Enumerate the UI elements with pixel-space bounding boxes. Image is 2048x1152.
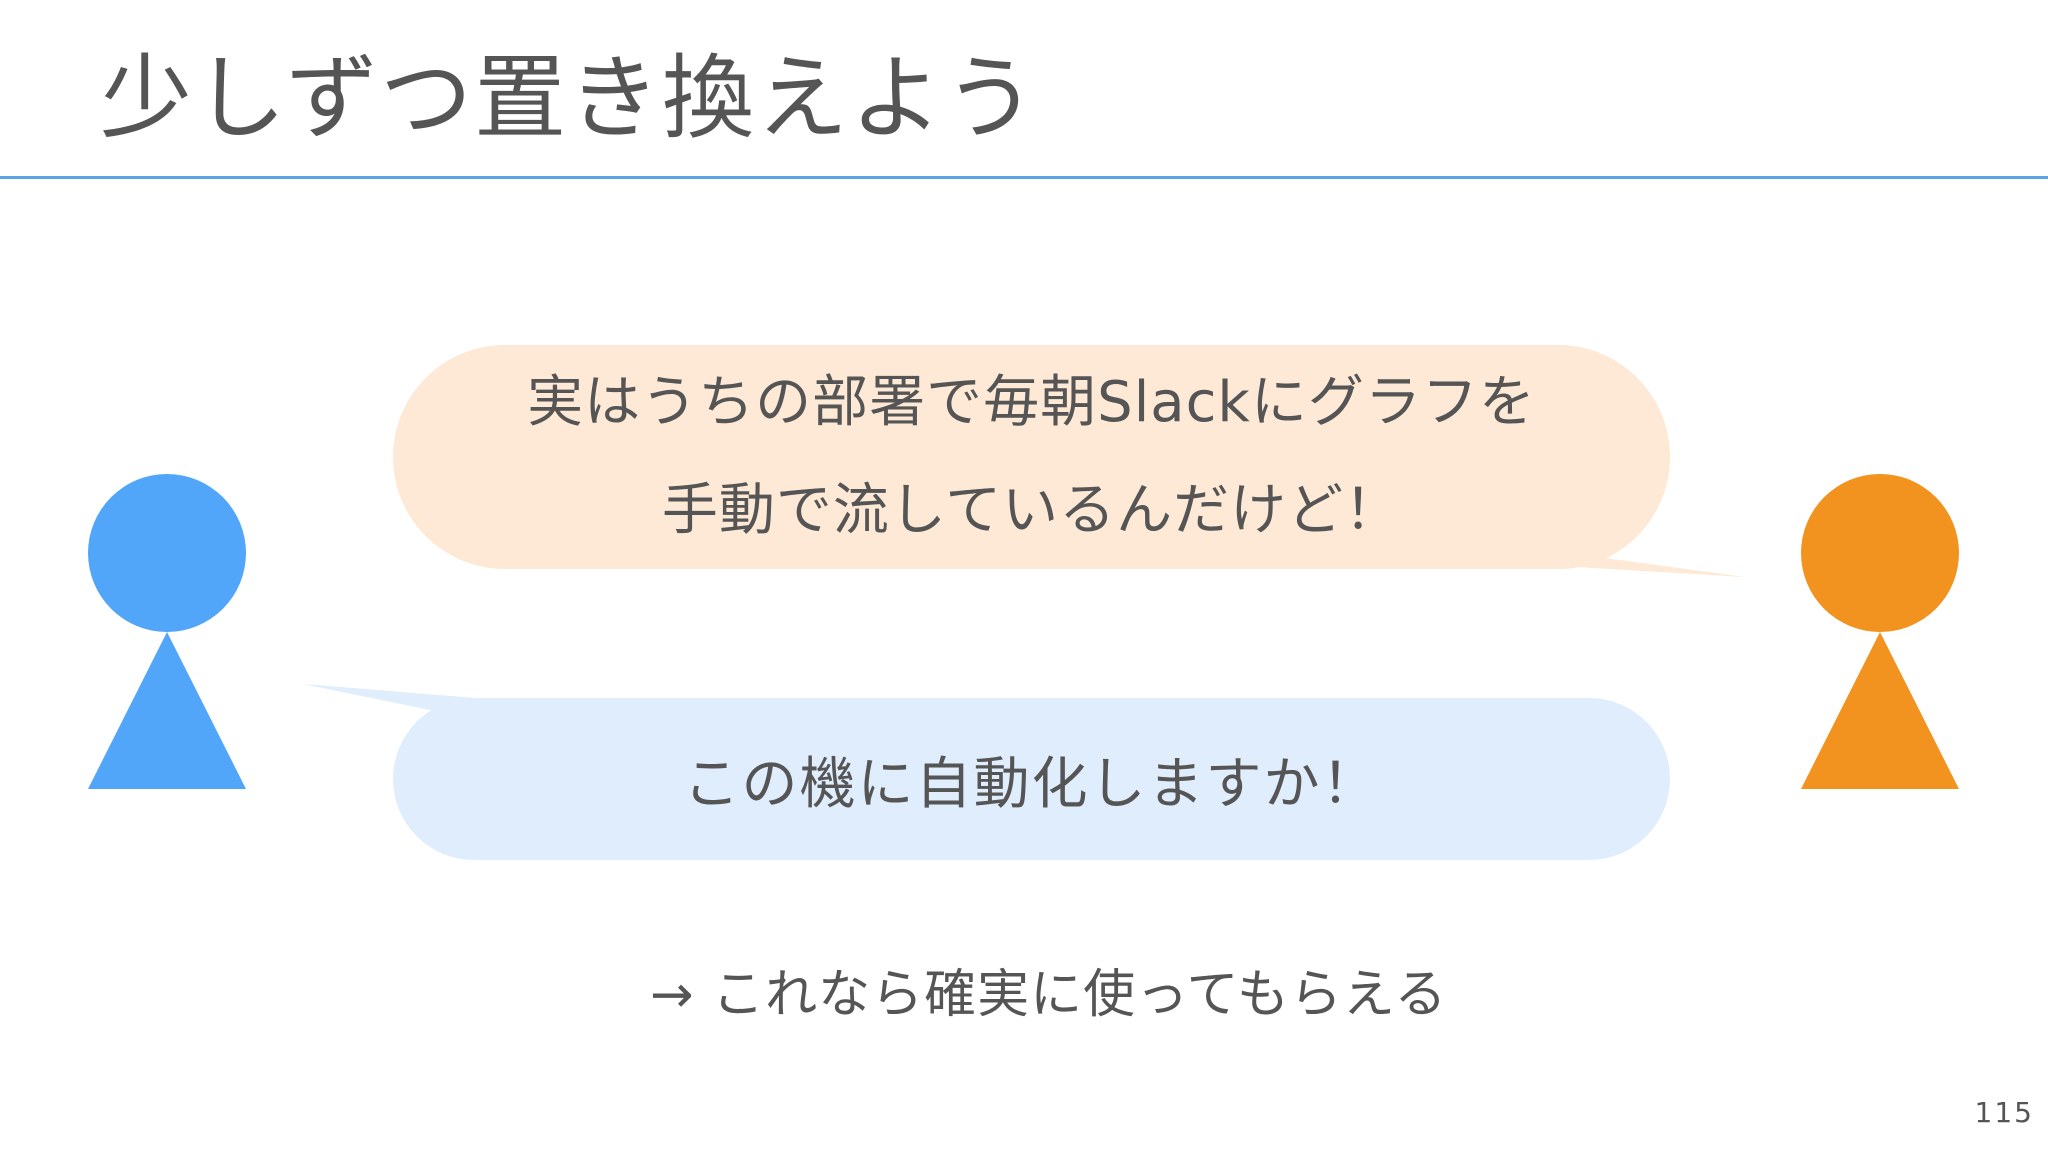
person-left-head xyxy=(88,474,246,632)
page-number: 115 xyxy=(1974,1096,2034,1129)
person-right-body xyxy=(1801,632,1959,789)
speech-bubble-top: 実はうちの部署で毎朝Slackにグラフを 手動で流しているんだけど！ xyxy=(393,345,1670,569)
speech-bubble-bottom: この機に自動化しますか！ xyxy=(393,698,1670,860)
speech-bottom-text: この機に自動化しますか！ xyxy=(683,751,1380,817)
conclusion-note: → これなら確実に使ってもらえる xyxy=(650,960,1447,1030)
person-right-icon xyxy=(1801,474,1959,789)
speech-top-line-1: 実はうちの部署で毎朝Slackにグラフを xyxy=(527,370,1536,435)
person-left-body xyxy=(88,632,246,789)
slide-title: 少しずつ置き換えよう xyxy=(100,45,1039,152)
speech-top-line-2: 手動で流しているんだけど！ xyxy=(661,478,1402,543)
conclusion-text: これなら確実に使ってもらえる xyxy=(712,965,1448,1025)
speech-tail-top xyxy=(1560,556,1745,577)
person-left-icon xyxy=(88,474,246,789)
person-right-head xyxy=(1801,474,1959,632)
arrow-icon: → xyxy=(650,965,695,1025)
title-divider xyxy=(0,176,2048,179)
